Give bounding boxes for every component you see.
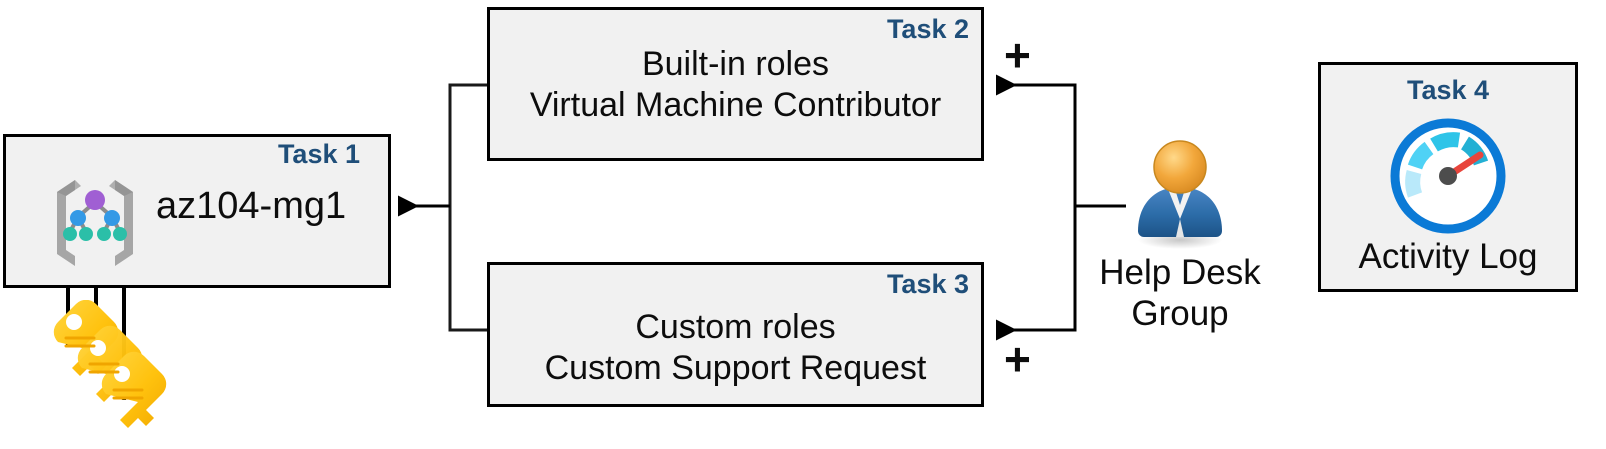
gauge-icon bbox=[1390, 118, 1506, 234]
task-4-box[interactable]: Task 4 Activity Log bbox=[1318, 62, 1578, 292]
plus-operator-top: + bbox=[1004, 29, 1031, 81]
task-2-box[interactable]: Task 2 Built-in roles Virtual Machine Co… bbox=[487, 7, 984, 161]
task-4-tag: Task 4 bbox=[1406, 75, 1490, 105]
task-1-label: az104-mg1 bbox=[156, 185, 347, 227]
user-group-icon bbox=[1138, 140, 1222, 249]
task-4-caption: Activity Log bbox=[1358, 237, 1538, 276]
help-desk-group-label: Help Desk Group bbox=[1099, 253, 1261, 334]
keys-icon bbox=[53, 300, 167, 428]
management-group-icon bbox=[57, 180, 133, 266]
task-1-box[interactable]: Task 1 az104-mg1 bbox=[3, 134, 391, 288]
plus-operator-bottom: + bbox=[1004, 333, 1031, 385]
task-2-text: Built-in roles Virtual Machine Contribut… bbox=[529, 45, 942, 125]
task-3-text: Custom roles Custom Support Request bbox=[544, 308, 927, 388]
task-3-tag: Task 3 bbox=[886, 269, 969, 299]
task-3-box[interactable]: Task 3 Custom roles Custom Support Reque… bbox=[487, 262, 984, 407]
task-1-tag: Task 1 bbox=[277, 139, 360, 169]
task-2-tag: Task 2 bbox=[886, 14, 969, 44]
